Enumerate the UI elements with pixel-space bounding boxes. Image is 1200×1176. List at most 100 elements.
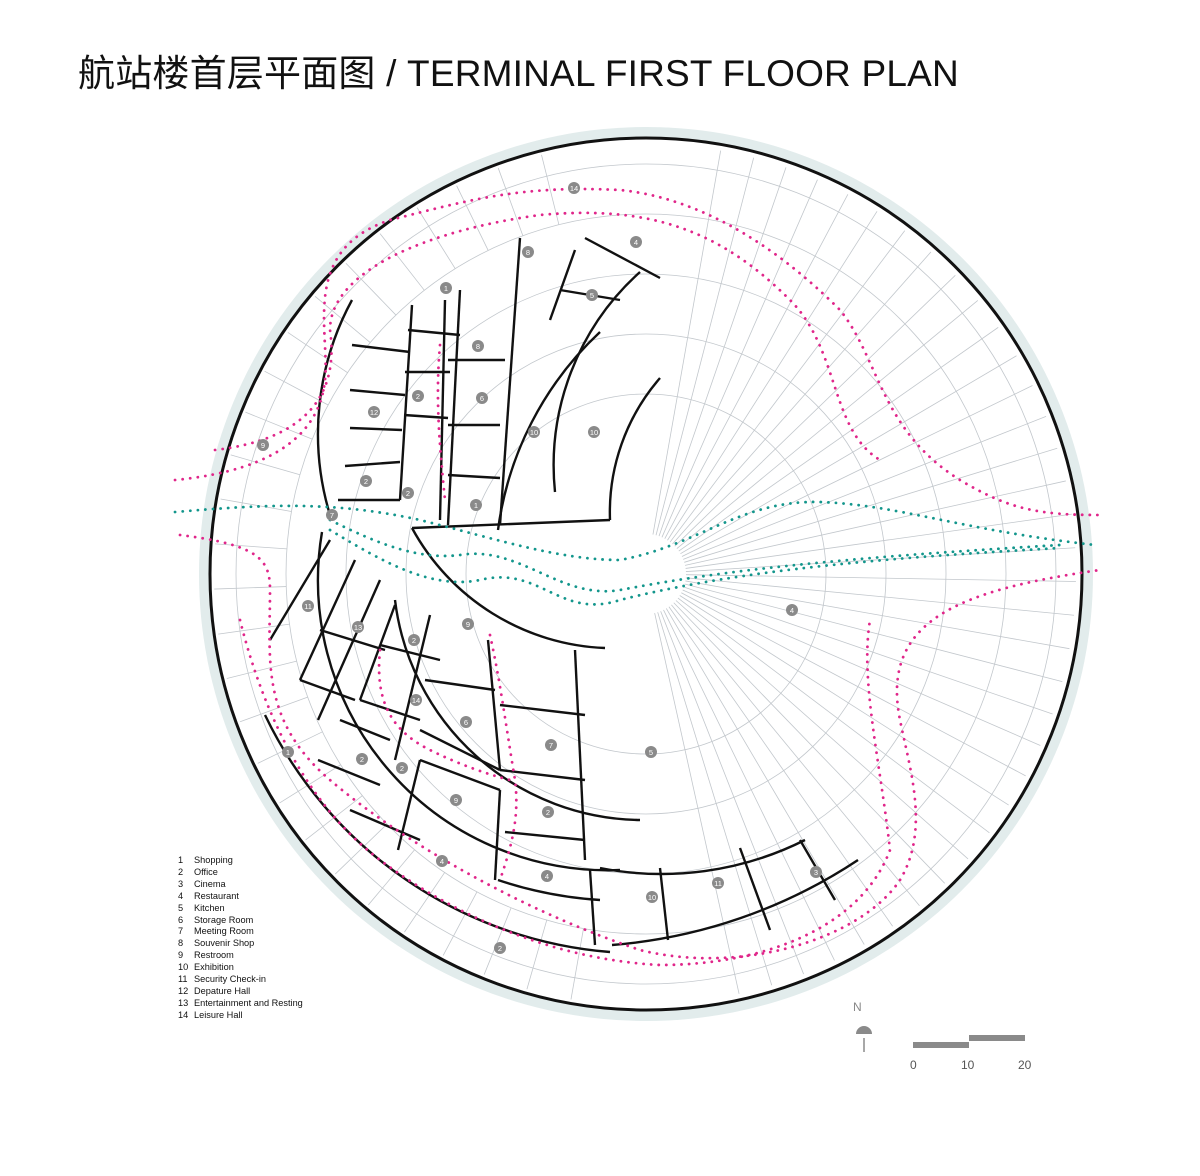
room-tag-circle <box>360 475 372 487</box>
room-tag: 11 <box>302 600 314 612</box>
room-tag: 7 <box>545 739 557 751</box>
legend-item: 13 Entertainment and Resting <box>178 998 303 1010</box>
room-tag-number: 9 <box>261 441 265 450</box>
legend-item: 5 Kitchen <box>178 903 303 915</box>
scale-segment-1 <box>913 1042 969 1048</box>
legend-number: 1 <box>178 855 184 865</box>
legend-label: Depature Hall <box>194 985 251 996</box>
room-tag: 9 <box>450 794 462 806</box>
room-tag: 14 <box>410 694 422 706</box>
room-tag-circle <box>302 600 314 612</box>
room-tag-number: 14 <box>570 184 578 193</box>
grid-radial-line <box>665 608 865 945</box>
legend-label: Meeting Room <box>194 926 254 937</box>
room-tag: 6 <box>476 392 488 404</box>
circulation-paths <box>173 187 1102 967</box>
grid-radial-line <box>239 696 308 723</box>
grid-radial-line <box>334 823 388 875</box>
room-tag-circle <box>462 618 474 630</box>
room-tag: 3 <box>810 866 822 878</box>
grid-radial-line <box>675 600 969 860</box>
legend-label: Entertainment and Resting <box>194 997 303 1008</box>
legend-number: 14 <box>178 1009 189 1020</box>
legend-number: 6 <box>178 914 184 925</box>
magenta-path-outer <box>173 187 1102 517</box>
room-tag-circle <box>440 282 452 294</box>
teal-path-3 <box>328 528 1062 606</box>
grid-radial-line <box>404 872 446 933</box>
room-tag-number: 4 <box>440 857 444 866</box>
grid-radial-line <box>684 480 1066 566</box>
magenta-path-corridor-a <box>488 633 518 882</box>
room-tag-number: 5 <box>590 291 594 300</box>
legend-number: 10 <box>178 962 189 973</box>
grid-radial-line <box>220 498 292 512</box>
room-tag-circle <box>460 716 472 728</box>
legend-number: 9 <box>178 950 184 961</box>
scale-label-10: 10 <box>961 1058 975 1072</box>
magenta-path-corridor-c <box>436 343 447 502</box>
room-tag-number: 4 <box>790 606 794 615</box>
room-tag: 8 <box>522 246 534 258</box>
room-tag-circle <box>472 340 484 352</box>
room-tag: 1 <box>440 282 452 294</box>
grid-radial-line <box>483 907 512 975</box>
room-tag-circle <box>368 406 380 418</box>
room-tag: 2 <box>360 475 372 487</box>
grid-radial-line <box>654 612 740 994</box>
grid-radial-line <box>672 251 932 545</box>
legend-label: Cinema <box>194 878 226 889</box>
grid-radial-line <box>683 416 1047 560</box>
room-tag: 2 <box>396 762 408 774</box>
grid-radial-line <box>681 592 1026 777</box>
legend-label: Storage Room <box>194 914 254 925</box>
magenta-path-middle <box>213 211 882 462</box>
room-tag: 9 <box>462 618 474 630</box>
room-tag-circle <box>352 621 364 633</box>
room-tag-circle <box>630 236 642 248</box>
grid-radial-line <box>663 609 835 961</box>
grid-radial-line <box>230 454 301 476</box>
room-tag-circle <box>586 289 598 301</box>
grid-radial-line <box>668 606 893 927</box>
room-tag-number: 2 <box>360 755 364 764</box>
room-tag-number: 2 <box>546 808 550 817</box>
room-tag: 10 <box>528 426 540 438</box>
room-tag: 2 <box>412 390 424 402</box>
room-tag-circle <box>542 806 554 818</box>
room-tag-circle <box>568 182 580 194</box>
room-tag-number: 9 <box>466 620 470 629</box>
room-tag-number: 2 <box>364 477 368 486</box>
legend-label: Kitchen <box>194 902 225 913</box>
room-tag: 2 <box>542 806 554 818</box>
room-tag: 11 <box>712 877 724 889</box>
room-tag: 13 <box>352 621 364 633</box>
grid-radial-line <box>368 849 415 906</box>
room-tag-circle <box>588 426 600 438</box>
room-tag: 2 <box>494 942 506 954</box>
grid-radial-line <box>279 764 341 804</box>
grid-radial-line <box>676 300 979 549</box>
grid-radial-line <box>685 580 1070 650</box>
grid-radial-line <box>416 207 456 269</box>
page-title: 航站楼首层平面图 / TERMINAL FIRST FLOOR PLAN <box>78 53 959 94</box>
room-tag: 4 <box>630 236 642 248</box>
north-arrow: N <box>852 1000 876 1055</box>
grid-lines <box>214 150 1076 1000</box>
room-tag-circle <box>257 439 269 451</box>
room-tag-circle <box>645 746 657 758</box>
legend-label: Leisure Hall <box>194 1009 243 1020</box>
legend-number: 5 <box>178 902 184 913</box>
legend-number: 13 <box>178 997 189 1008</box>
grid-radial-line <box>264 370 329 406</box>
room-tag-circle <box>646 891 658 903</box>
room-tag-number: 2 <box>416 392 420 401</box>
grid-radial-line <box>685 513 1072 569</box>
magenta-path-corridor-b <box>377 648 512 782</box>
room-tag-number: 8 <box>526 248 530 257</box>
